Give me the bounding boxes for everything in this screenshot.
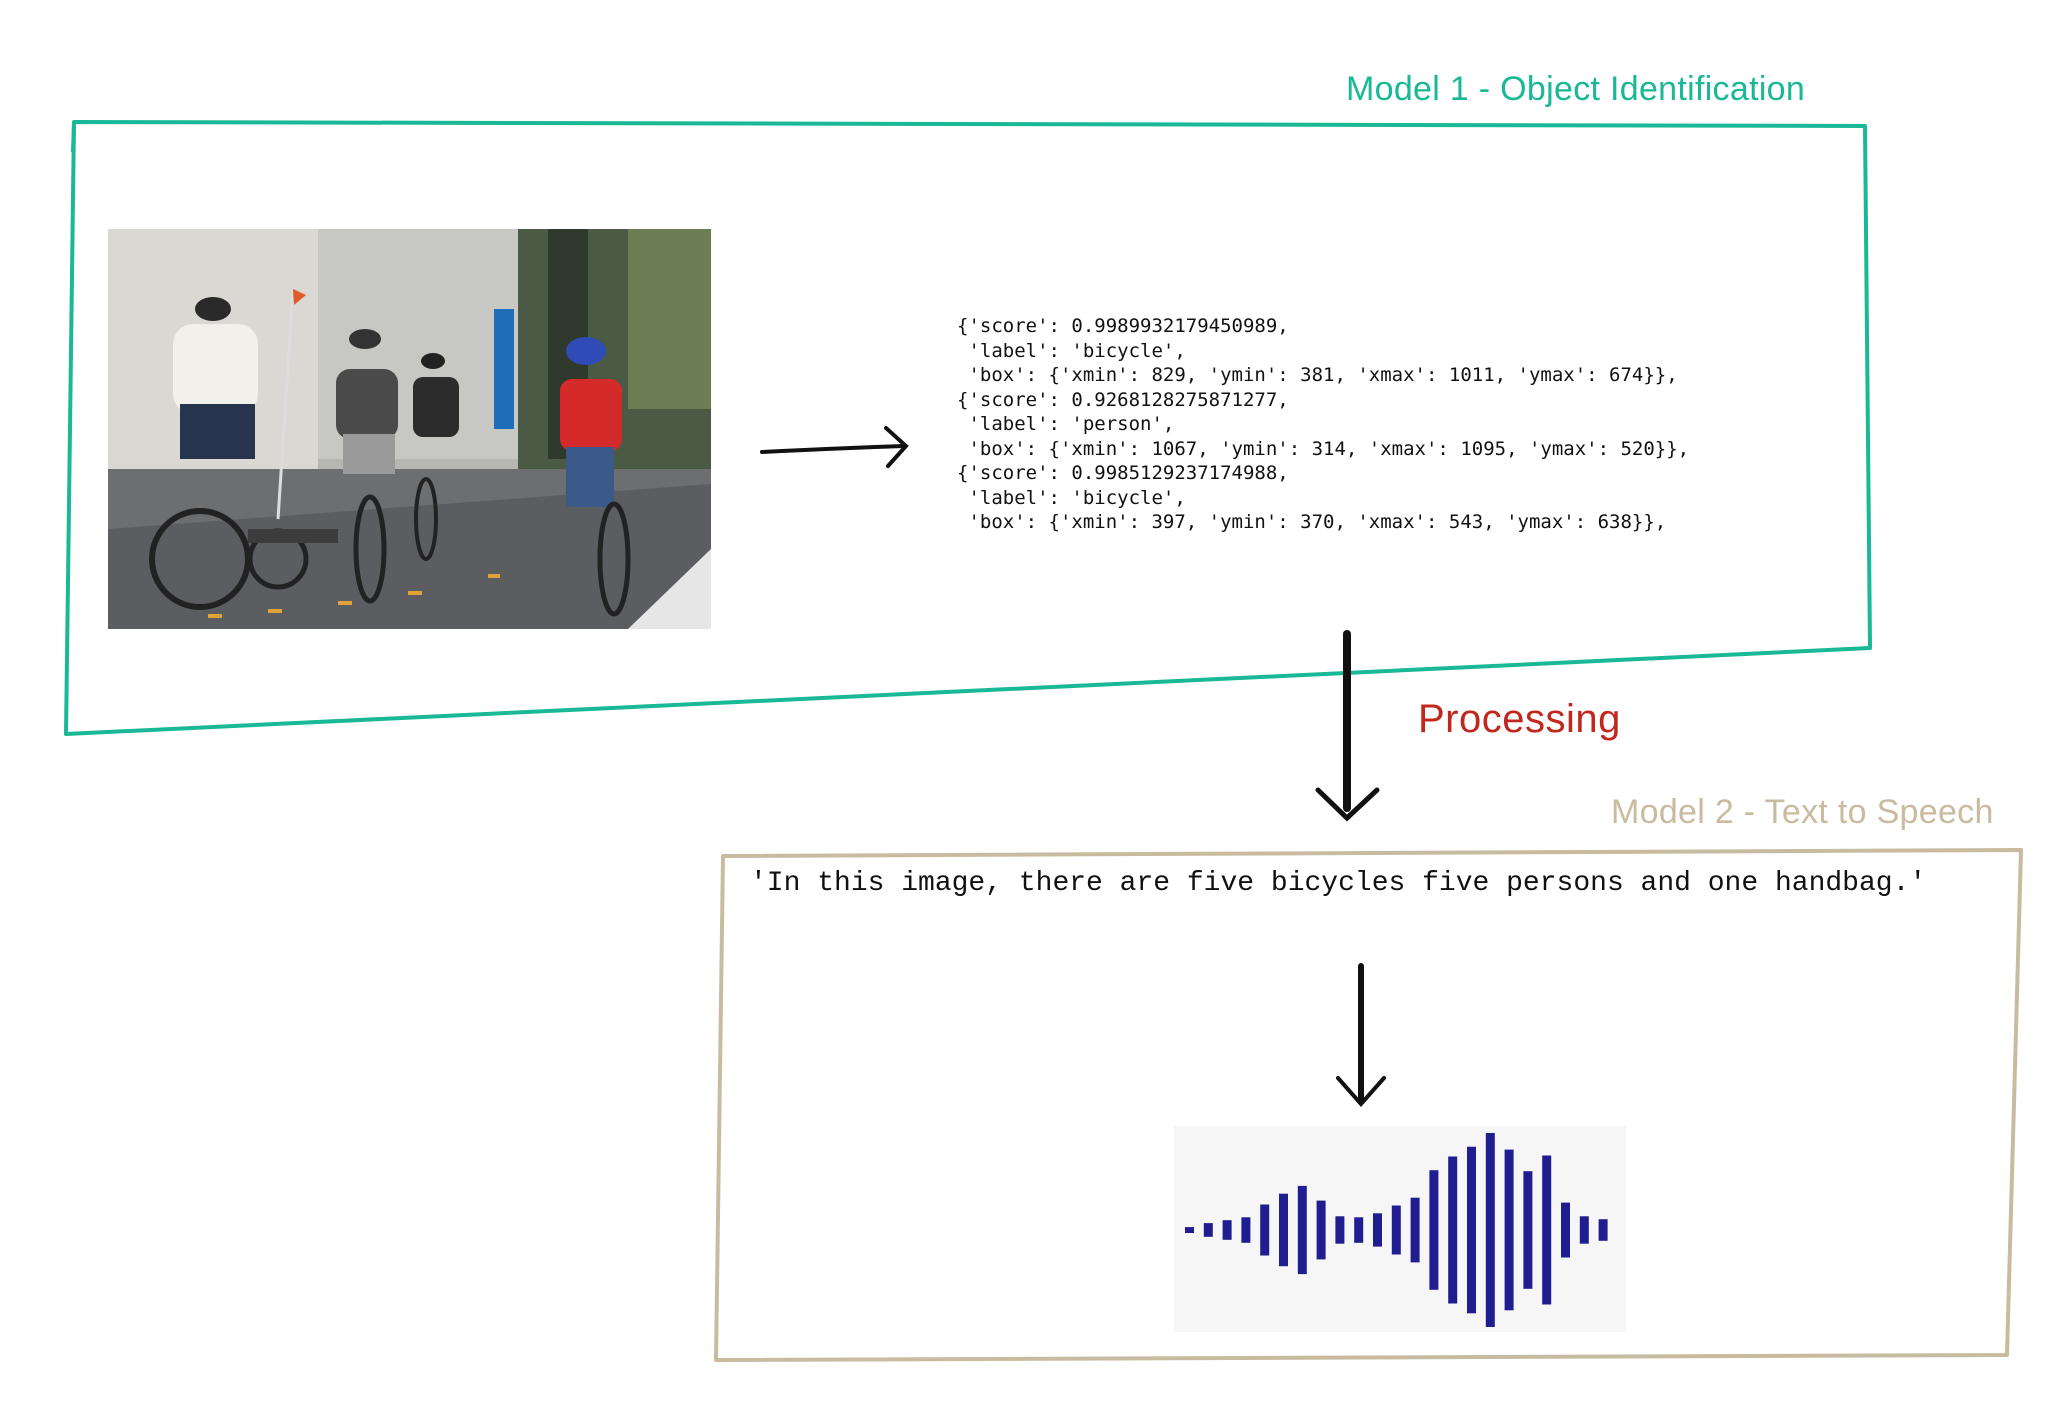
detection-line: 'box': {'xmin': 829, 'ymin': 381, 'xmax'… — [957, 364, 1678, 386]
model1-title: Model 1 - Object Identification — [1346, 70, 1806, 108]
waveform-bar — [1410, 1197, 1420, 1263]
waveform-bar — [1598, 1219, 1608, 1241]
model2-frame — [714, 848, 2023, 1362]
waveform-bar — [1448, 1156, 1458, 1304]
detection-line: {'score': 0.9268128275871277, — [957, 388, 1289, 411]
waveform-bar — [1542, 1155, 1552, 1305]
waveform-bar — [1561, 1202, 1570, 1258]
waveform-bar — [1504, 1149, 1514, 1311]
audio-waveform-icon — [1174, 1126, 1626, 1332]
waveform-bar — [1467, 1146, 1476, 1314]
right-arrow-icon — [760, 426, 909, 468]
model1-frame — [64, 120, 1872, 736]
waveform-bar — [1523, 1171, 1533, 1289]
input-image-cyclists — [108, 229, 711, 629]
waveform-bar — [1485, 1133, 1495, 1327]
detection-line: 'label': 'person', — [957, 413, 1175, 435]
detection-line: 'label': 'bicycle', — [957, 486, 1186, 509]
detection-output: {'score': 0.9989932179450989, 'label': '… — [957, 314, 1689, 535]
waveform-bar — [1354, 1217, 1364, 1243]
down-arrow-small-icon — [1336, 963, 1386, 1108]
waveform-bar — [1391, 1205, 1401, 1255]
detection-line: {'score': 0.9989932179450989, — [957, 315, 1289, 337]
waveform-bar — [1222, 1220, 1232, 1240]
waveform-bar — [1335, 1216, 1345, 1244]
waveform-bar — [1429, 1170, 1439, 1290]
waveform-bar — [1241, 1217, 1251, 1243]
waveform-bar — [1203, 1223, 1213, 1237]
waveform-bar — [1297, 1185, 1307, 1275]
waveform-bar — [1260, 1204, 1270, 1256]
waveform-bar — [1579, 1216, 1589, 1244]
model2-title: Model 2 - Text to Speech — [1611, 793, 1994, 831]
model1-frame-tick — [71, 121, 76, 153]
detection-line: 'box': {'xmin': 397, 'ymin': 370, 'xmax'… — [957, 511, 1667, 533]
waveform-bar — [1316, 1200, 1326, 1260]
detection-line: 'label': 'bicycle', — [957, 339, 1186, 362]
processing-label: Processing — [1418, 697, 1621, 741]
waveform-bar — [1279, 1193, 1288, 1267]
waveform-bar — [1185, 1227, 1194, 1233]
detection-line: {'score': 0.9985129237174988, — [957, 462, 1289, 484]
down-arrow-icon — [1315, 630, 1380, 822]
detection-line: 'box': {'xmin': 1067, 'ymin': 314, 'xmax… — [957, 437, 1690, 460]
waveform-bar — [1373, 1213, 1382, 1247]
caption-text: 'In this image, there are five bicycles … — [750, 868, 1927, 899]
